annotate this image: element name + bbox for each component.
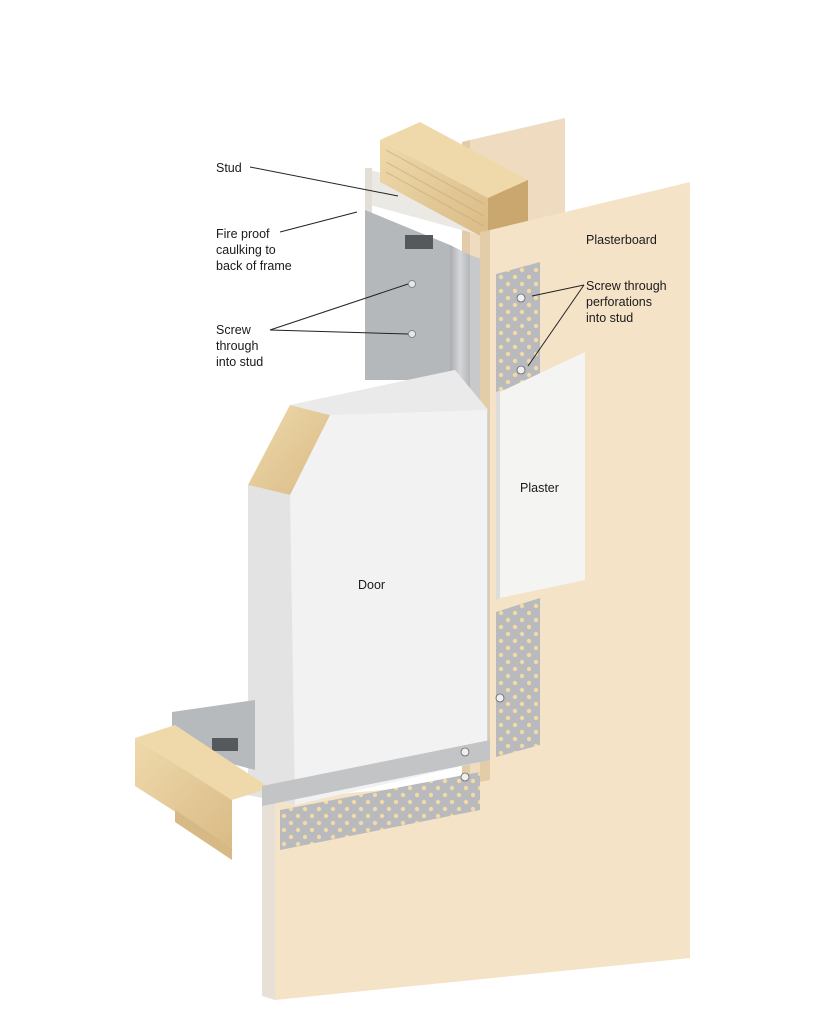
bead-screw-1	[516, 293, 526, 303]
leader-perf-upper	[531, 284, 585, 297]
front-plasterboard-bottom-edge	[262, 800, 275, 1000]
head-lug	[212, 738, 238, 751]
frame-back-web	[365, 210, 450, 380]
bead-screw-4	[460, 747, 470, 757]
label-plasterboard: Plasterboard	[586, 233, 657, 247]
stud-top	[380, 122, 528, 198]
label-screw-into-stud: Screw through into stud	[216, 323, 264, 369]
screw-upper	[408, 280, 416, 288]
bead-screw-3	[495, 693, 505, 703]
bead-screw-2	[516, 365, 526, 375]
label-stud: Stud	[216, 161, 242, 175]
leader-caulking	[279, 211, 358, 233]
plaster-skim	[500, 352, 585, 598]
label-screw-perforations: Screw through perforations into stud	[586, 279, 667, 325]
perforated-bead-horizontal	[280, 772, 480, 850]
door-top-edge	[290, 370, 488, 415]
leader-screw-lower	[269, 329, 409, 335]
screw-lower	[408, 330, 416, 338]
stud-front	[380, 140, 488, 240]
leader-lines	[249, 166, 585, 367]
lower-timber-front	[135, 738, 232, 848]
label-door: Door	[358, 578, 386, 592]
lower-timber-end	[175, 810, 232, 860]
label-caulking: Fire proof caulking to back of frame	[216, 227, 292, 273]
perforated-bead-vertical-lower	[496, 598, 540, 757]
leader-stud	[249, 166, 399, 197]
perforated-bead-vertical	[496, 262, 540, 392]
frame-sill	[262, 740, 490, 806]
label-plaster: Plaster	[520, 481, 559, 495]
frame-lug	[405, 235, 433, 249]
leader-screw-upper	[269, 283, 409, 331]
door-left-edge	[248, 485, 295, 805]
leader-perf-lower	[527, 284, 585, 367]
lower-timber-top	[135, 725, 270, 800]
bead-screw-5	[460, 772, 470, 782]
stud-grain	[385, 149, 485, 227]
door-bevel-top	[248, 405, 330, 495]
plaster-skim-shade	[496, 392, 500, 600]
door-face	[248, 370, 488, 805]
frame-jamb	[450, 245, 470, 395]
